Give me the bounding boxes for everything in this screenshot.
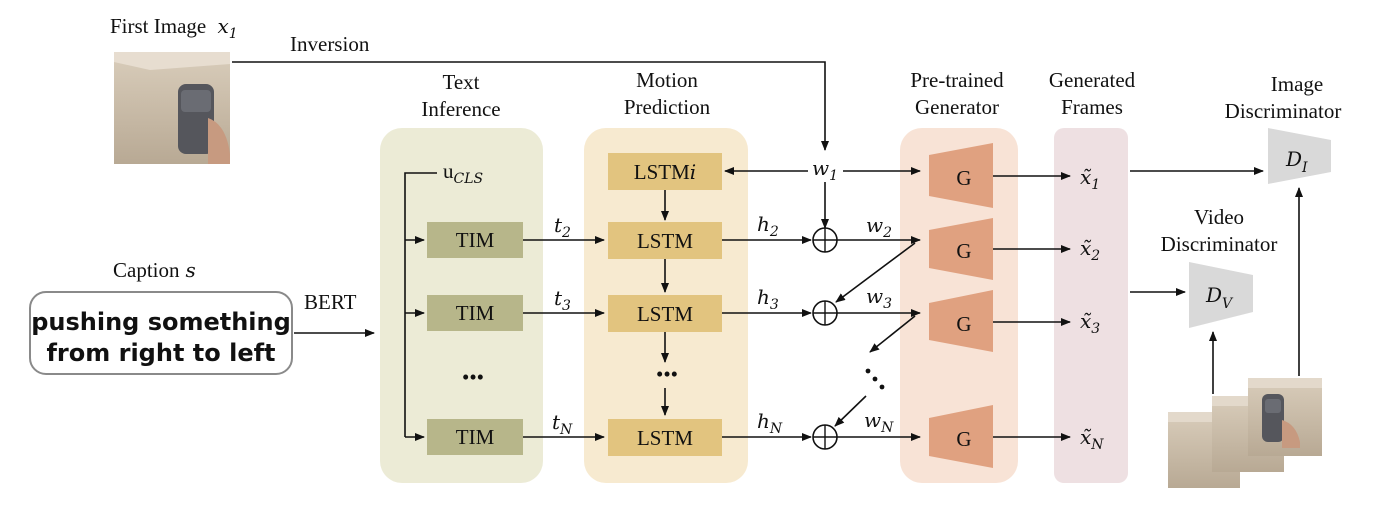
wn-label: wN <box>864 408 894 436</box>
lstm-i-block: LSTMi <box>608 153 722 190</box>
tim-block-n: TIM <box>427 419 523 455</box>
svg-text:LSTM: LSTM <box>637 426 693 450</box>
w1-label: w1 <box>812 156 838 184</box>
frame-n-label: x̃N <box>1080 425 1104 453</box>
text-inference-title: Text <box>442 70 479 94</box>
svg-text:G: G <box>956 427 971 451</box>
image-discriminator-title-2: Discriminator <box>1225 99 1342 123</box>
svg-text:LSTM: LSTM <box>637 302 693 326</box>
svg-text:G: G <box>956 166 971 190</box>
sum-node-3 <box>812 300 838 326</box>
pretrained-generator-title-2: Generator <box>915 95 999 119</box>
lstm-block-n: LSTM <box>608 419 722 456</box>
inversion-arrow <box>232 61 829 151</box>
frame-3-label: x̃3 <box>1080 309 1100 337</box>
generated-frames-title-2: Frames <box>1061 95 1123 119</box>
lstm-block-2: LSTM <box>608 222 722 259</box>
lstm-ellipsis: ••• <box>656 362 678 386</box>
branch-trunk <box>404 172 437 437</box>
svg-text:DV: DV <box>1205 283 1234 312</box>
motion-prediction-title: Motion <box>636 68 698 92</box>
tim-block-3: TIM <box>427 295 523 331</box>
w2-label: w2 <box>866 213 892 241</box>
w3-feedback-arrow <box>869 315 916 353</box>
svg-text:G: G <box>956 239 971 263</box>
svg-text:TIM: TIM <box>456 425 495 449</box>
first-image-thumbnail <box>114 52 230 164</box>
generator-n: G <box>929 405 993 468</box>
inversion-label: Inversion <box>290 32 370 56</box>
generator-3: G <box>929 290 993 352</box>
video-discriminator-title: Video <box>1194 205 1244 229</box>
caption-text-line1: pushing something <box>31 308 291 336</box>
video-discriminator-title-2: Discriminator <box>1161 232 1278 256</box>
h3-label: h3 <box>757 285 779 313</box>
pretrained-generator-title: Pre-trained <box>910 68 1004 92</box>
tim-block-2: TIM <box>427 222 523 258</box>
frame-2-label: x̃2 <box>1080 236 1100 264</box>
first-image-label: First Image x1 <box>110 14 238 42</box>
svg-text:LSTMi: LSTMi <box>634 160 696 184</box>
generated-frames-title: Generated <box>1049 68 1136 92</box>
text-inference-title-2: Inference <box>421 97 500 121</box>
real-video-frames <box>1168 378 1322 488</box>
frames-panel <box>1054 128 1128 483</box>
lstm-block-3: LSTM <box>608 295 722 332</box>
svg-text:TIM: TIM <box>456 228 495 252</box>
h2-label: h2 <box>757 212 779 240</box>
t2-label: t2 <box>554 213 571 241</box>
generator-2: G <box>929 218 993 280</box>
image-discriminator-title: Image <box>1271 72 1323 96</box>
frame-1-label: x̃1 <box>1080 165 1100 193</box>
diagonal-ellipsis <box>865 368 885 390</box>
tn-label: tN <box>552 410 573 438</box>
real-frame-front <box>1248 378 1322 456</box>
caption-box <box>29 291 293 375</box>
hn-label: hN <box>757 409 783 437</box>
tim-ellipsis: ••• <box>462 365 484 389</box>
svg-text:TIM: TIM <box>456 301 495 325</box>
video-discriminator: DV <box>1189 262 1253 328</box>
svg-text:DI: DI <box>1285 147 1308 176</box>
sum-node-n <box>812 424 838 450</box>
svg-text:LSTM: LSTM <box>637 229 693 253</box>
dots-to-sum-n-arrow <box>834 395 867 427</box>
svg-text:G: G <box>956 312 971 336</box>
sum-node-2 <box>812 227 838 253</box>
w2-feedback-arrow <box>835 242 916 303</box>
w3-label: w3 <box>866 284 892 312</box>
image-discriminator: DI <box>1268 128 1331 184</box>
caption-text-line2: from right to left <box>46 339 275 367</box>
motion-prediction-title-2: Prediction <box>624 95 711 119</box>
generator-1: G <box>929 143 993 208</box>
t3-label: t3 <box>554 286 571 314</box>
bert-label: BERT <box>304 290 357 314</box>
ucls-label: uCLS <box>443 159 483 187</box>
